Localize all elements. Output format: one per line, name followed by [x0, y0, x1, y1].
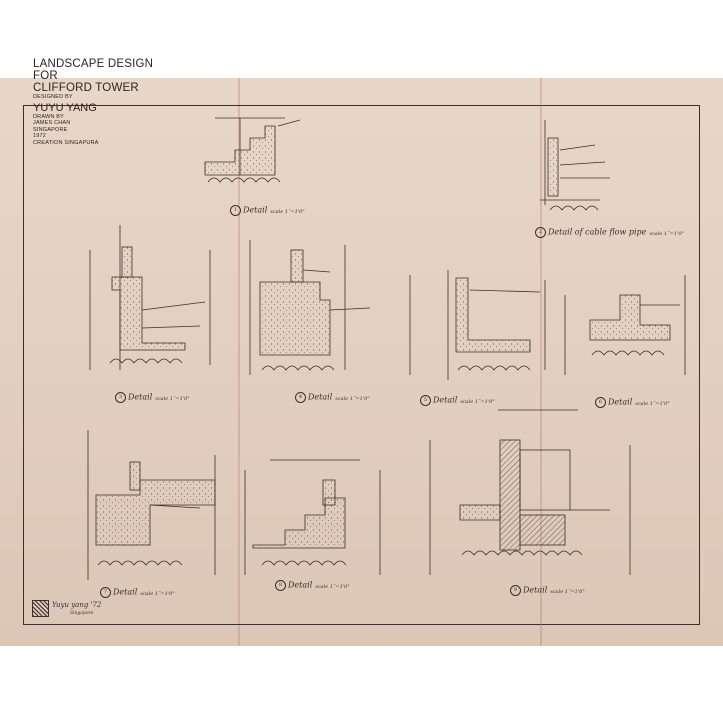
designer-name: YUYU YANG: [33, 101, 97, 114]
detail-3-section: [89, 225, 211, 370]
detail-9-section: [429, 409, 631, 575]
detail-5-section: [409, 270, 546, 380]
drawn-by-label: DRAWN BY: [33, 113, 65, 120]
detail-4-number: 4: [295, 392, 306, 403]
seal-stamp: [32, 600, 49, 617]
detail-2-number: 2: [535, 227, 546, 238]
detail-6-section: [564, 275, 686, 375]
drawing-border: [23, 105, 700, 625]
signature-place: Singapore: [70, 611, 94, 616]
year: 1972: [33, 133, 47, 139]
detail-3-number: 3: [115, 392, 126, 403]
detail-7-number: 7: [100, 587, 111, 598]
city: SINGAPORE: [33, 126, 68, 133]
firm: CREATION SINGAPURA: [33, 139, 99, 146]
detail-1-number: 1: [230, 205, 241, 216]
title-block: LANDSCAPE DESIGN FOR CLIFFORD TOWER DESI…: [33, 58, 153, 146]
detail-7-section: [87, 430, 216, 580]
detail-4-section: [249, 240, 371, 375]
title-line-2: FOR: [33, 70, 58, 82]
signature: Yuyu yang '72: [52, 601, 102, 609]
detail-9-number: 9: [510, 585, 521, 596]
title-line-1: LANDSCAPE DESIGN: [33, 58, 154, 70]
detail-8-number: 8: [275, 580, 286, 591]
detail-6-number: 6: [595, 397, 606, 408]
drafter-name: JAMES CHAN: [33, 120, 71, 126]
detail-5-number: 5: [420, 395, 431, 406]
title-line-3: CLIFFORD TOWER: [33, 82, 139, 94]
detail-8-section: [244, 459, 381, 575]
designed-by-label: DESIGNED BY: [33, 94, 73, 100]
drawing-sheet: [0, 78, 723, 646]
detail-2-section: [540, 120, 610, 211]
detail-1-section: [204, 117, 301, 183]
